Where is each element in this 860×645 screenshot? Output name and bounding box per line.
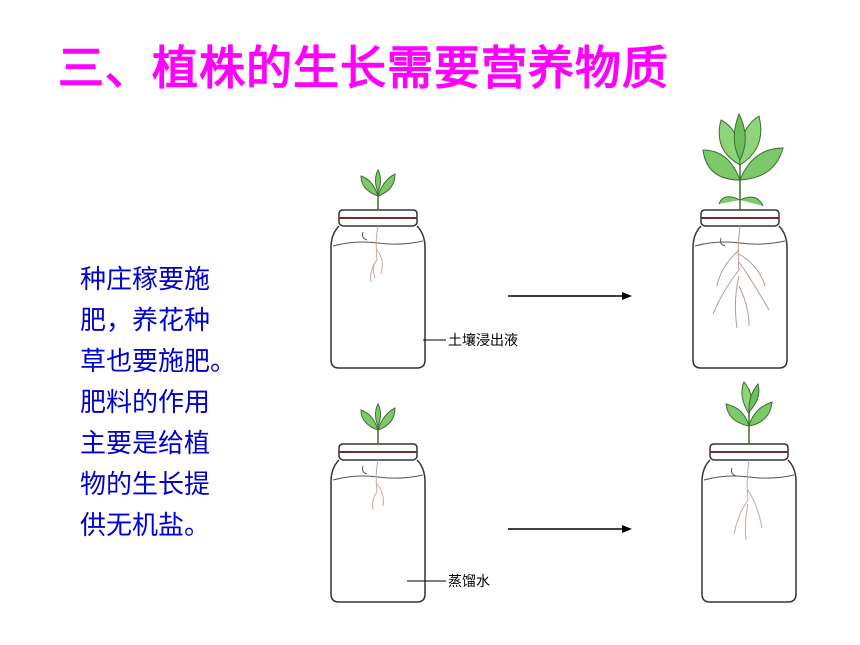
body-line: 供无机盐。 (80, 511, 211, 541)
body-line: 物的生长提 (80, 470, 211, 500)
jar-bottom-right (701, 381, 797, 603)
jar-top-right (692, 112, 788, 369)
body-line: 主要是给植 (80, 429, 211, 459)
body-line: 种庄稼要施 (80, 265, 211, 295)
body-line: 肥，养花种 (80, 306, 211, 336)
jar-bottom-left (330, 402, 426, 603)
slide-title: 三、植株的生长需要营养物质 (58, 41, 669, 95)
body-line: 草也要施肥。 (80, 347, 237, 377)
body-line: 肥料的作用 (80, 388, 211, 418)
arrow-top (508, 292, 632, 300)
jar-top-left (330, 168, 426, 369)
arrow-bottom (508, 525, 632, 533)
label-distilled-water: 蒸馏水 (448, 574, 490, 590)
label-soil-extract: 土壤浸出液 (448, 332, 518, 349)
body-text: 种庄稼要施 肥，养花种 草也要施肥。 肥料的作用 主要是给植 物的生长提 供无机… (80, 260, 280, 547)
